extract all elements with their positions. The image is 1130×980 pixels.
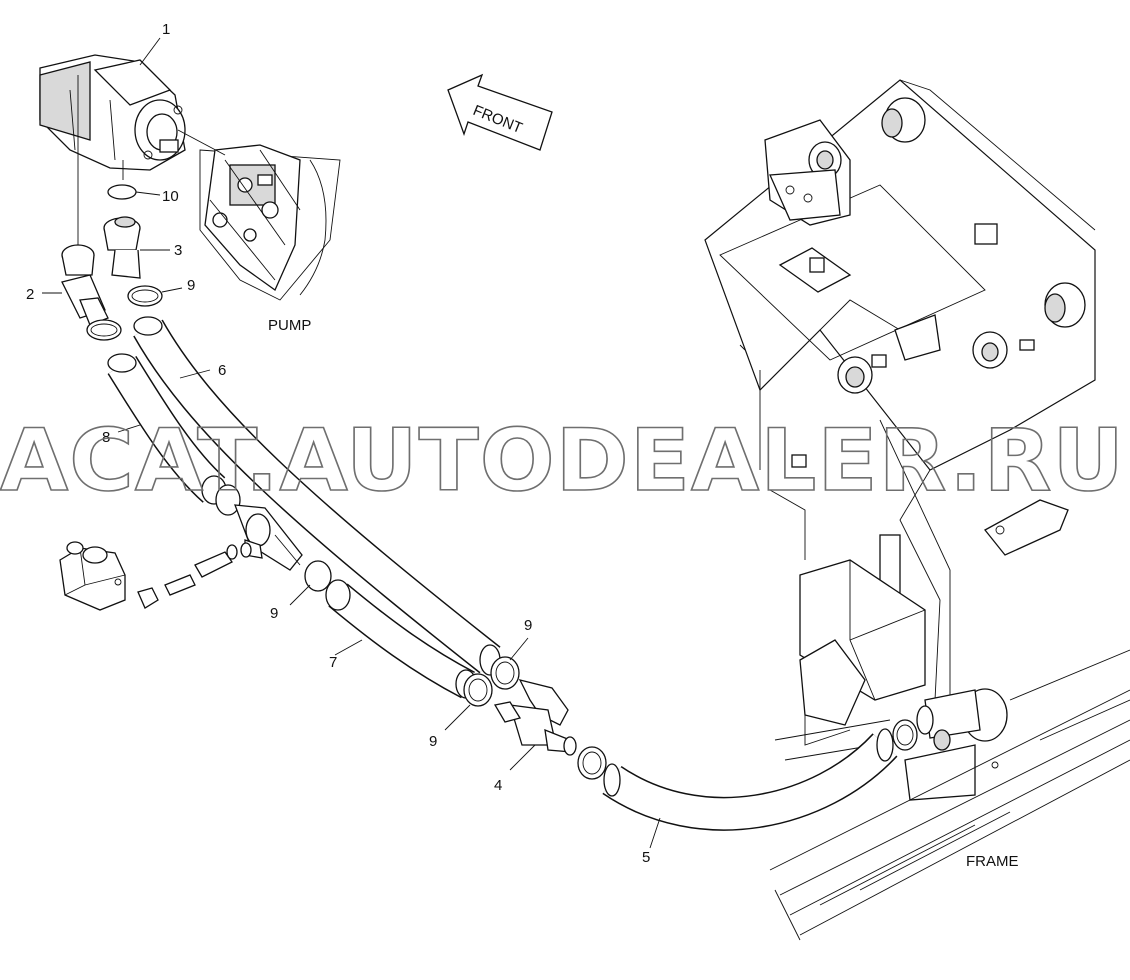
callout-8: 8 — [102, 429, 110, 446]
item-2-elbow — [42, 244, 109, 326]
item-8-hose — [107, 353, 227, 505]
callout-9-lower: 9 — [429, 733, 437, 750]
item-1-pump-motor — [39, 54, 226, 171]
frame-structure — [704, 79, 1130, 941]
item-3-fitting — [103, 216, 170, 279]
pump-label: PUMP — [268, 317, 311, 334]
front-arrow: FRONT — [447, 73, 553, 151]
clamp-upper-right — [127, 285, 183, 307]
item-5-hose — [602, 728, 898, 849]
clamp-frame — [892, 719, 918, 751]
callout-10: 10 — [162, 188, 179, 205]
callout-1: 1 — [162, 21, 170, 38]
clamp-hose5 — [577, 746, 607, 780]
callout-9-right: 9 — [524, 617, 532, 634]
solenoid-valve — [59, 541, 252, 611]
callout-9-upper: 9 — [187, 277, 195, 294]
frame-label: FRAME — [966, 853, 1019, 870]
clamp-upper-left — [86, 319, 122, 341]
clamp-tee-left — [215, 484, 241, 516]
pump-assembly — [199, 144, 341, 301]
callout-4: 4 — [494, 777, 502, 794]
item-4-block — [493, 679, 577, 771]
callout-2: 2 — [26, 286, 34, 303]
callout-9-mid: 9 — [270, 605, 278, 622]
callout-3: 3 — [174, 242, 182, 259]
clamp-tee-right — [304, 560, 332, 592]
callout-6: 6 — [218, 362, 226, 379]
callout-5: 5 — [642, 849, 650, 866]
callout-7: 7 — [329, 654, 337, 671]
clamp-lower-hose7 — [463, 673, 493, 707]
item-10-o-ring — [107, 184, 161, 200]
watermark: ACAT.AUTODEALER.RU — [0, 411, 1125, 511]
clamp-lower-hose6 — [490, 656, 520, 690]
